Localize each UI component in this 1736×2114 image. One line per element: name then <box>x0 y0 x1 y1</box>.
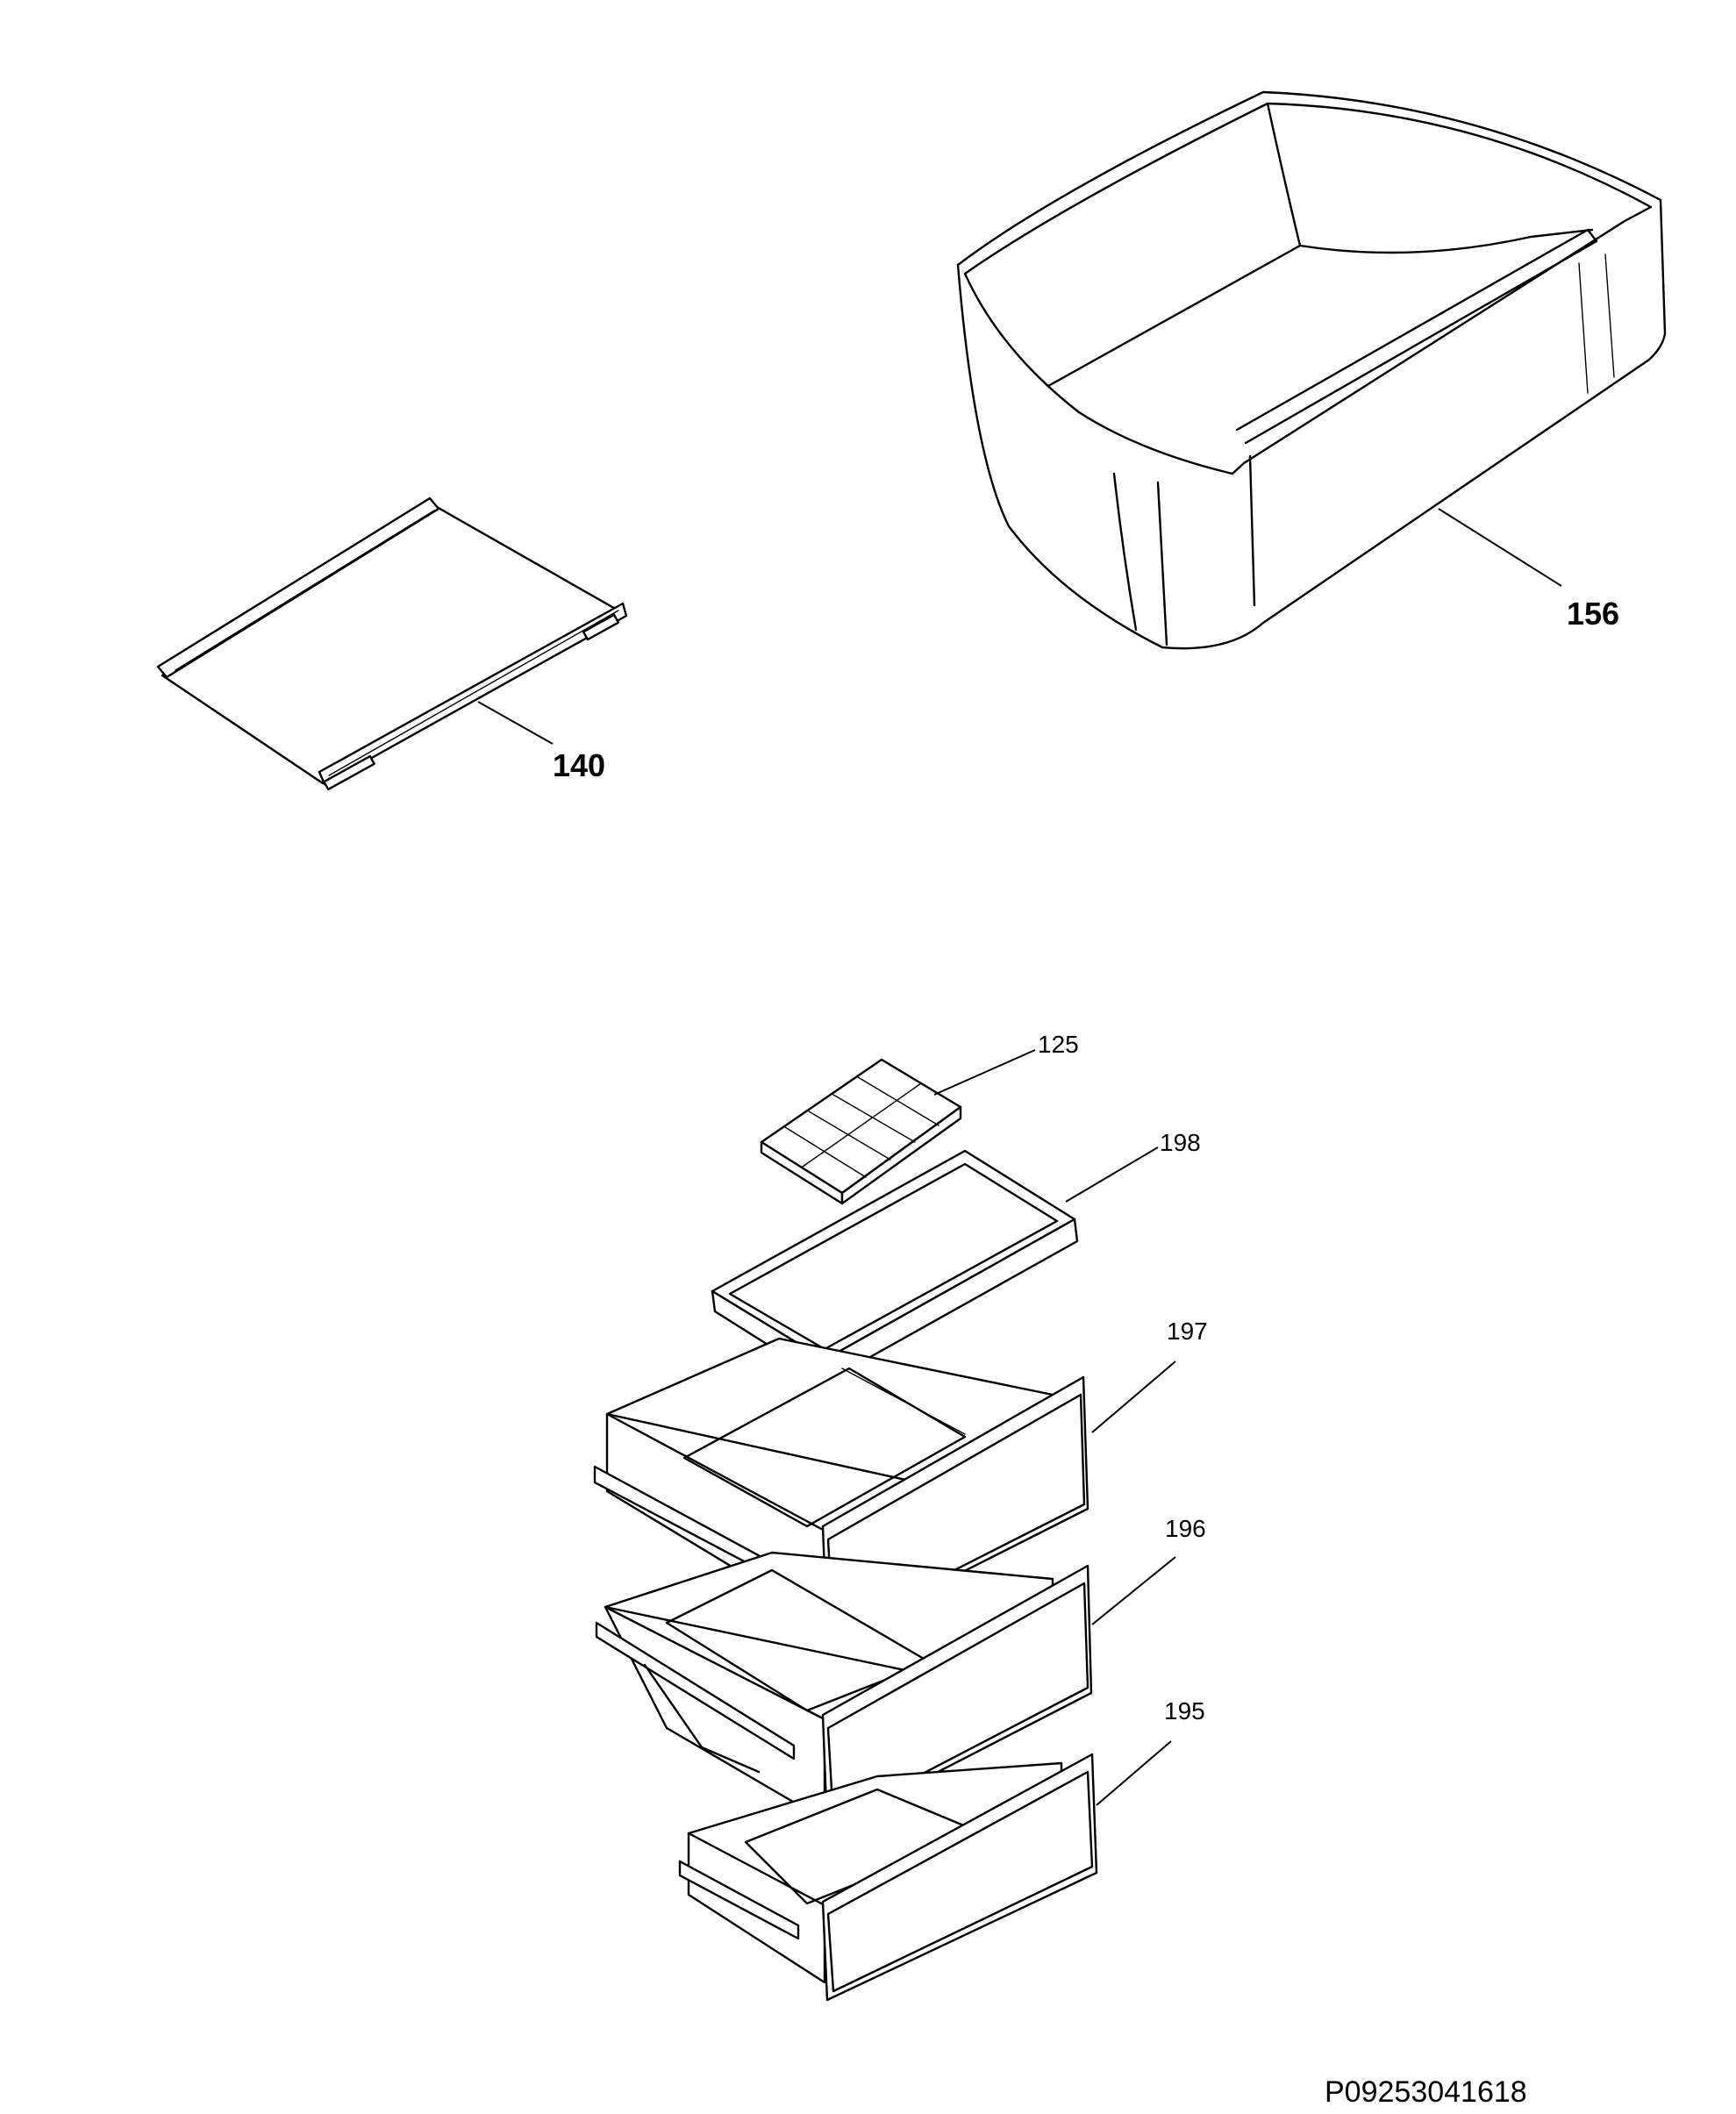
part-125-ice-tray <box>760 1058 962 1205</box>
callout-198: 198 <box>1160 1129 1201 1156</box>
leader-197 <box>1091 1361 1176 1433</box>
callout-197: 197 <box>1167 1318 1208 1345</box>
leader-140 <box>477 701 554 745</box>
leader-156 <box>1438 508 1562 587</box>
callout-196: 196 <box>1165 1515 1206 1542</box>
leader-198 <box>1065 1146 1159 1203</box>
leader-196 <box>1091 1556 1176 1625</box>
callout-140: 140 <box>553 747 605 783</box>
part-196-drawer <box>595 1551 1093 1831</box>
part-140-glass-shelf <box>156 496 628 791</box>
document-id: P09253041618 <box>1325 2075 1527 2109</box>
callout-125: 125 <box>1038 1031 1079 1058</box>
leader-195 <box>1096 1740 1172 1806</box>
leader-125 <box>933 1049 1036 1096</box>
callout-195: 195 <box>1164 1697 1205 1725</box>
callout-156: 156 <box>1567 596 1619 632</box>
part-195-drawer <box>678 1753 1098 2002</box>
part-156-crisper-bin <box>956 90 1667 650</box>
